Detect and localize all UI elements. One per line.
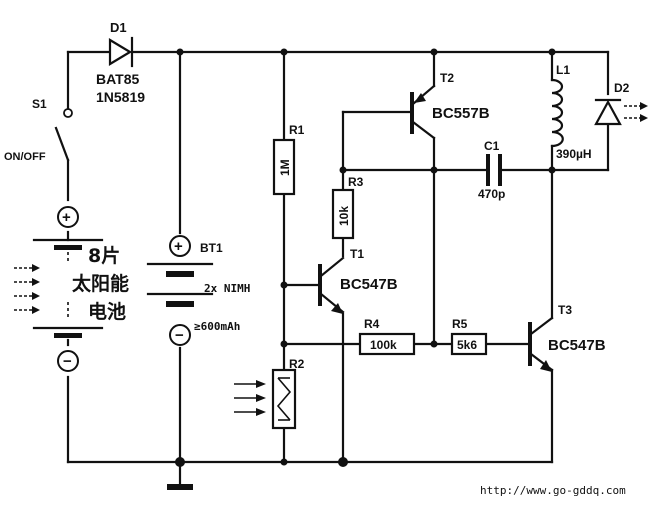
r2-ref: R2 (289, 357, 305, 371)
t2-emitter-arrow-icon (414, 93, 426, 103)
t3-part: BC547B (548, 337, 606, 354)
t3-collector (529, 316, 554, 336)
r4-ref: R4 (364, 317, 380, 331)
solar-cell-stack: + − 8片 太阳能 电池 (14, 206, 129, 372)
junction-dot (338, 457, 348, 467)
ground-symbol (167, 484, 193, 490)
junction-dot (280, 48, 288, 56)
t1-ref: T1 (350, 247, 364, 261)
s1-function: ON/OFF (4, 151, 46, 163)
s1-ref: S1 (32, 97, 47, 111)
inductor-l1: L1 390µH (550, 63, 592, 161)
bt1-spec1: 2x NIMH (204, 282, 250, 295)
ldr-r2: R2 (234, 357, 305, 430)
d2-body (594, 99, 622, 126)
resistor-r4: 100k R4 (358, 317, 416, 356)
minus-symbol-icon (169, 324, 191, 346)
switch-s1: S1 ON/OFF (4, 97, 73, 163)
junction-dot (175, 457, 185, 467)
bt1-ref: BT1 (200, 241, 223, 255)
wires (66, 50, 610, 486)
minus-sign: − (63, 353, 72, 370)
junction-dot (430, 166, 438, 174)
minus-sign: − (175, 327, 184, 344)
r5-body (450, 332, 488, 356)
plus-symbol-icon (169, 235, 191, 257)
junctions (175, 48, 556, 467)
r4-body (358, 332, 416, 356)
junction-dot (430, 340, 438, 348)
r3-value: 10k (337, 206, 351, 226)
switch-lever (54, 126, 70, 162)
junction-dot (548, 48, 556, 56)
r3-body (331, 188, 355, 240)
c1-plate (498, 154, 502, 186)
light-emission-icon (624, 102, 648, 122)
d2-ref: D2 (614, 81, 630, 95)
battery-bt1: + BT1 − 2x NIMH ≥600mAh (146, 235, 250, 346)
transistor-t2: T2 BC557B (410, 71, 490, 140)
resistor-r1: 1M R1 (272, 123, 305, 196)
solar-label-line2: 太阳能 (72, 272, 129, 295)
d1-ref: D1 (110, 20, 127, 35)
d1-part2: 1N5819 (96, 89, 145, 105)
cell-plate-short (54, 333, 82, 338)
junction-dot (548, 166, 556, 174)
bt1-spec2: ≥600mAh (194, 320, 240, 333)
light-arrows-icon (14, 264, 40, 314)
t2-collector (411, 120, 436, 140)
solar-label-line1: 8片 (88, 244, 120, 267)
junction-dot (280, 458, 288, 466)
r5-ref: R5 (452, 317, 468, 331)
junction-dot (280, 281, 288, 289)
capacitor-c1: C1 470p (478, 139, 505, 201)
resistor-r3: 10k R3 (331, 175, 364, 240)
c1-plate (486, 154, 490, 186)
plus-sign: + (62, 209, 71, 226)
l1-coil (550, 78, 564, 148)
led-d2: D2 (594, 81, 648, 126)
t3-emitter-arrow-icon (540, 360, 552, 372)
c1-ref: C1 (484, 139, 500, 153)
r3-ref: R3 (348, 175, 364, 189)
d1-part1: BAT85 (96, 71, 140, 87)
light-arrows-icon (234, 380, 266, 416)
junction-dot (430, 48, 438, 56)
cell-plate-short (54, 245, 82, 250)
watermark-url: http://www.go-gddq.com (480, 484, 626, 497)
t3-ref: T3 (558, 303, 572, 317)
t1-emitter-arrow-icon (331, 303, 343, 314)
transistor-t3: T3 BC547B (528, 303, 606, 372)
r1-body (272, 138, 296, 196)
t2-part: BC557B (432, 105, 490, 122)
t2-ref: T2 (440, 71, 454, 85)
r5-value: 5k6 (457, 338, 477, 352)
r1-value: 1M (278, 159, 292, 176)
diode-d1-body (108, 38, 133, 66)
battery-plate-short (166, 301, 194, 307)
minus-symbol-icon (57, 350, 79, 372)
l1-ref: L1 (556, 63, 570, 77)
resistor-r5: 5k6 R5 (450, 317, 488, 356)
solar-label-line3: 电池 (88, 300, 126, 323)
c1-value: 470p (478, 187, 505, 201)
junction-dot (176, 48, 184, 56)
t1-part: BC547B (340, 276, 398, 293)
r1-ref: R1 (289, 123, 305, 137)
r4-value: 100k (370, 338, 397, 352)
transistor-t1: T1 BC547B (318, 247, 398, 314)
plus-symbol-icon (57, 206, 79, 228)
plus-sign: + (174, 238, 183, 255)
diode-d1: D1 BAT85 1N5819 (96, 20, 145, 105)
t1-collector (319, 256, 345, 278)
r2-zigzag (276, 377, 292, 421)
battery-plate-short (166, 271, 194, 277)
switch-contact (63, 108, 73, 118)
junction-dot (280, 340, 288, 348)
junction-dot (339, 166, 347, 174)
l1-value: 390µH (556, 147, 592, 161)
